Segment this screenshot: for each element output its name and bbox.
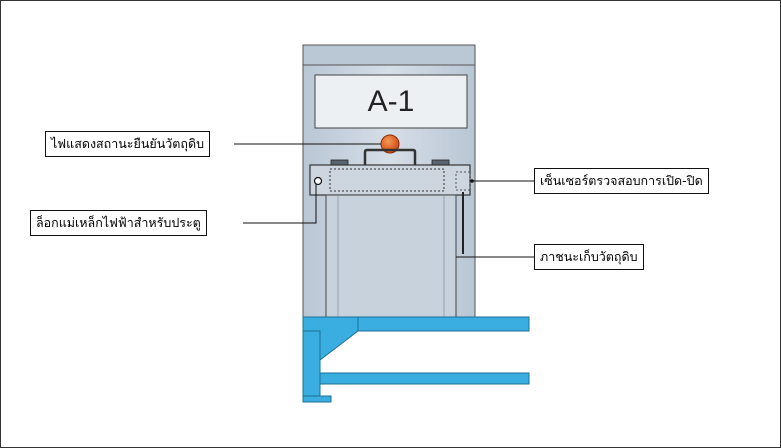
callout-material-container: ภาชนะเก็บวัตถุดิบ — [534, 244, 644, 270]
device-label: A-1 — [367, 84, 415, 118]
leader-magnetic-lock — [243, 184, 317, 224]
stand-lower-rail — [319, 372, 530, 385]
door-handle — [363, 148, 417, 166]
cabinet-top-cap — [302, 44, 476, 66]
callout-magnetic-lock: ล็อกแม่เหล็กไฟฟ้าสำหรับประตู — [30, 210, 207, 236]
callout-door-sensor: เซ็นเซอร์ตรวจสอบการเปิด-ปิด — [534, 168, 709, 194]
door-sensor-dot — [470, 179, 474, 183]
stand-leg — [302, 330, 321, 399]
hinge-left — [330, 159, 349, 166]
callout-indicator-lamp: ไฟแสดงสถานะยืนยันวัตถุดิบ — [45, 131, 211, 157]
material-container — [325, 194, 457, 321]
lock-band-inner — [329, 168, 445, 192]
display-panel — [314, 74, 468, 129]
lock-band — [309, 164, 471, 196]
magnetic-lock — [313, 176, 323, 186]
stand-foot — [302, 395, 332, 403]
hinge-right — [431, 159, 450, 166]
